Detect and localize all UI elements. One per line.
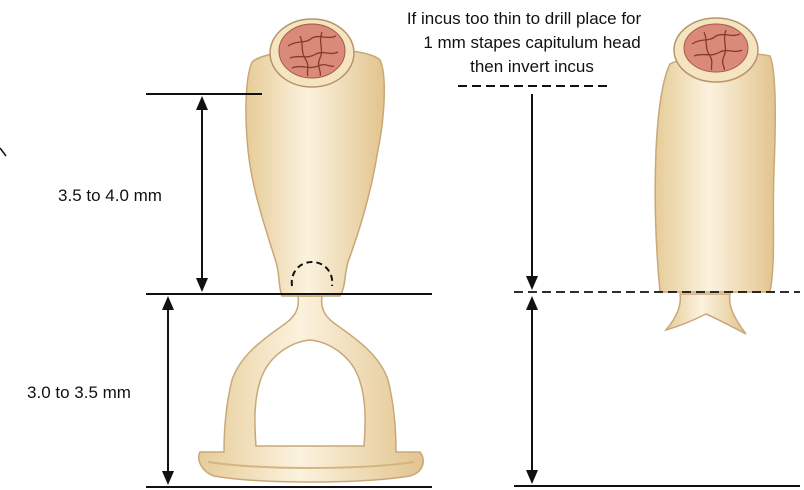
left-incus-on-stapes: 3.5 to 4.0 mm 3.0 to 3.5 mm <box>0 19 432 487</box>
right-upper-arrow <box>526 94 538 290</box>
stapes-superstructure <box>199 296 423 482</box>
inverted-incus-cross-section <box>674 18 758 82</box>
incus-cross-section <box>270 19 354 87</box>
note-line-3: then invert incus <box>470 57 594 76</box>
lower-measure-label: 3.0 to 3.5 mm <box>27 383 131 402</box>
upper-measure-label: 3.5 to 4.0 mm <box>58 186 162 205</box>
lower-dimension-arrow <box>162 296 174 485</box>
upper-dimension-arrow <box>196 96 208 292</box>
right-lower-arrow <box>526 296 538 484</box>
right-inverted-incus: If incus too thin to drill place for 1 m… <box>407 9 800 486</box>
note-line-1: If incus too thin to drill place for <box>407 9 642 28</box>
note-line-2: 1 mm stapes capitulum head <box>423 33 640 52</box>
